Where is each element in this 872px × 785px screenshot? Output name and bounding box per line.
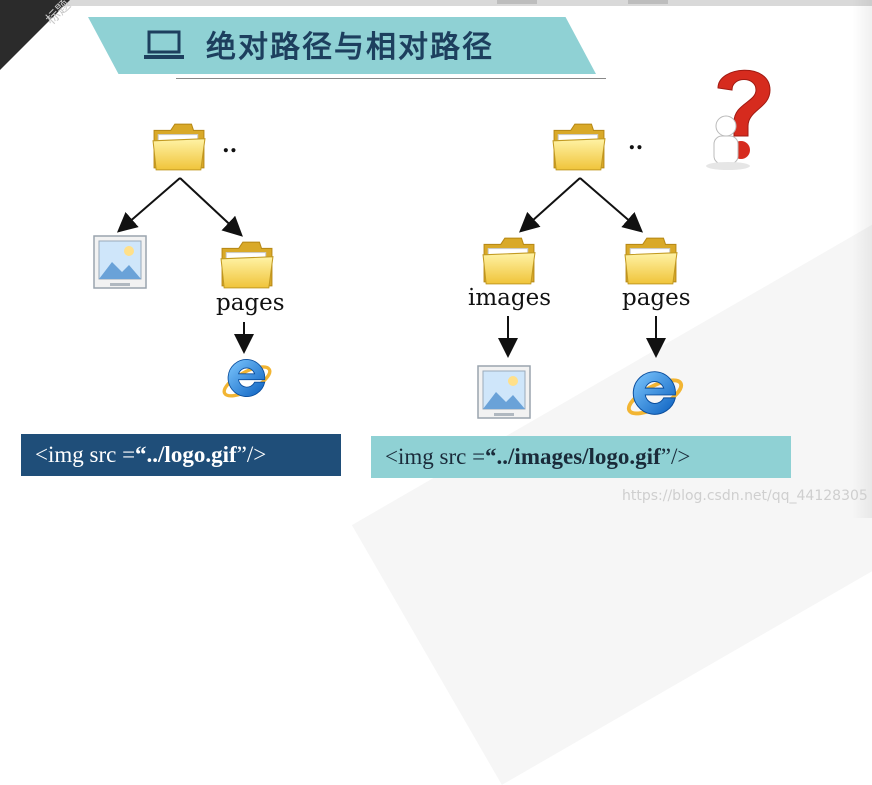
parent-dir-dots: ..	[222, 132, 238, 158]
code-suffix: />	[246, 442, 267, 467]
code-prefix: <img src =	[35, 442, 136, 467]
laptop-icon	[144, 30, 184, 59]
corner-triangle	[0, 0, 70, 70]
watermark: https://blog.csdn.net/qq_44128305	[622, 488, 868, 504]
page-title: 绝对路径与相对路径	[206, 30, 494, 65]
code-path: ../images/logo.gif	[496, 444, 661, 469]
code-box-relative-images: <img src = “../images/logo.gif” />	[371, 436, 791, 478]
code-path: ../logo.gif	[146, 442, 237, 467]
code-suffix: />	[670, 444, 691, 469]
code-box-relative-parent: <img src = “../logo.gif” />	[21, 434, 341, 476]
folder-label-pages: pages	[622, 285, 691, 311]
title-underline	[176, 78, 606, 79]
code-open-quote: “	[485, 444, 497, 469]
slide-edge-shadow	[852, 0, 872, 518]
title-banner	[88, 17, 596, 74]
arrow	[579, 177, 644, 233]
arrow	[519, 177, 581, 233]
folder-label-pages: pages	[216, 290, 285, 316]
strip-segment	[497, 0, 537, 4]
strip-segment	[628, 0, 668, 4]
arrow	[116, 177, 181, 233]
code-prefix: <img src =	[385, 444, 486, 469]
folder-label-images: images	[468, 285, 552, 311]
tree-arrows	[116, 177, 666, 358]
parent-dir-dots: ..	[628, 129, 644, 155]
code-close-quote: ”	[660, 444, 671, 469]
question-mark-figure	[706, 69, 771, 170]
code-open-quote: “	[135, 442, 147, 467]
top-strip	[0, 0, 872, 6]
arrow	[179, 177, 243, 237]
code-close-quote: ”	[236, 442, 247, 467]
